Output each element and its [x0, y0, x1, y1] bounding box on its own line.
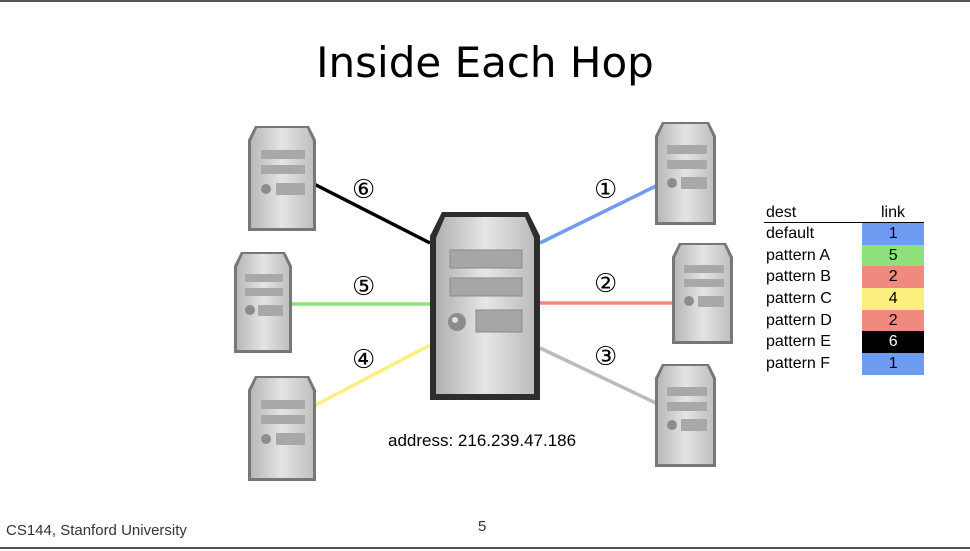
dest-cell: pattern B	[766, 268, 831, 286]
router-icon	[430, 212, 540, 400]
slide-title: Inside Each Hop	[316, 38, 654, 87]
table-row: pattern D 2	[764, 309, 924, 332]
server-icon-bottom-right	[655, 364, 716, 467]
table-row: default 1	[764, 223, 924, 245]
server-icon-bottom-left	[248, 376, 316, 481]
page-number: 5	[478, 518, 487, 535]
table-row: pattern F 1	[764, 353, 924, 375]
dest-cell: pattern C	[766, 290, 832, 308]
link-cell: 1	[861, 353, 924, 375]
footer-course: CS144, Stanford University	[6, 522, 187, 539]
link-label-3: ③	[594, 342, 617, 372]
server-icon-middle-left	[234, 252, 292, 353]
dest-cell: pattern F	[766, 355, 831, 373]
header-dest: dest	[766, 204, 797, 221]
link-label-1: ①	[594, 175, 617, 205]
header-link: link	[880, 204, 905, 221]
dest-cell: pattern D	[766, 311, 832, 329]
table-row: pattern E 6	[764, 331, 924, 354]
table-row: pattern C 4	[764, 288, 924, 310]
forwarding-table-header: dest link	[764, 204, 924, 223]
server-icon-middle-right	[672, 243, 733, 344]
table-row: pattern B 2	[764, 266, 924, 289]
link-line-4	[311, 343, 431, 409]
server-icon-top-right	[655, 122, 716, 225]
link-label-5: ⑤	[352, 272, 375, 302]
dest-cell: pattern E	[766, 333, 831, 351]
link-line-6	[313, 182, 431, 245]
link-cell: 1	[861, 223, 924, 245]
router-address: address: 216.239.47.186	[388, 431, 576, 450]
dest-cell: pattern A	[766, 246, 831, 264]
top-rule	[0, 0, 970, 2]
link-cell: 2	[861, 266, 924, 289]
dest-cell: default	[766, 225, 815, 242]
link-cell: 2	[861, 309, 924, 332]
link-line-1	[539, 180, 665, 245]
link-label-4: ④	[352, 345, 375, 375]
link-cell: 6	[861, 331, 924, 354]
table-row: pattern A 5	[764, 244, 924, 267]
link-label-2: ②	[594, 269, 617, 299]
link-label-6: ⑥	[352, 175, 375, 205]
link-cell: 4	[861, 288, 924, 310]
link-line-3	[539, 346, 661, 407]
server-icon-top-left	[248, 126, 316, 231]
bottom-rule	[0, 547, 970, 549]
link-cell: 5	[861, 244, 924, 267]
